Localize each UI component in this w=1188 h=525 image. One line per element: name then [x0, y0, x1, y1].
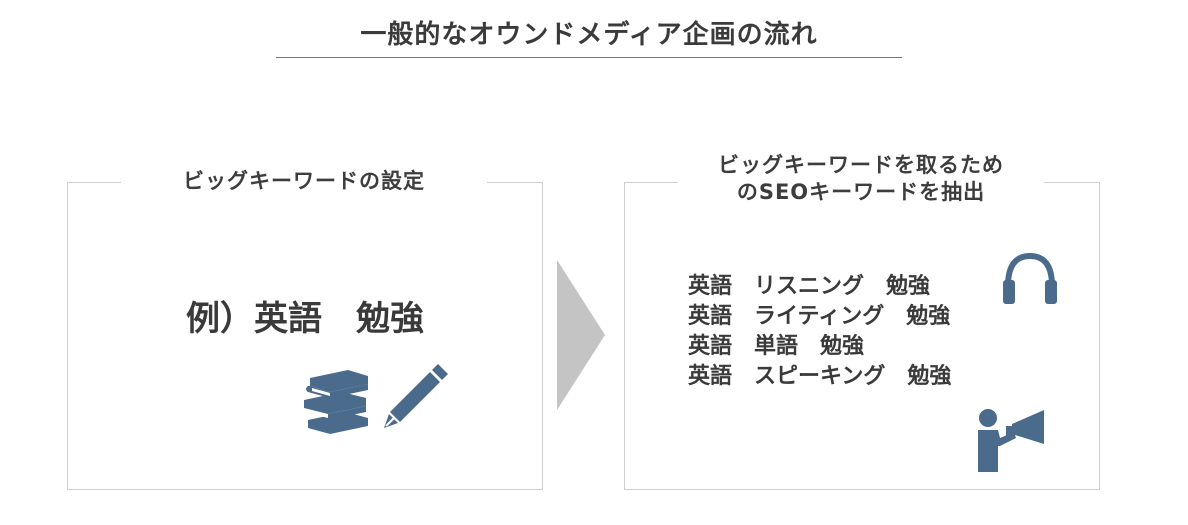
books-icon — [304, 370, 368, 435]
person-megaphone-icon — [978, 409, 1044, 472]
chevron-right-arrow-icon — [557, 260, 605, 410]
list-item: 英語 リスニング 勉強 — [688, 274, 931, 299]
big-keyword-box — [67, 182, 543, 490]
headphones-icon — [1003, 252, 1057, 304]
title-underline — [276, 57, 902, 58]
page-title: 一般的なオウンドメディア企画の流れ — [360, 20, 818, 50]
pencil-icon — [384, 364, 448, 428]
seo-keyword-box — [624, 182, 1100, 490]
example-keyword: 例）英語 勉強 — [186, 299, 424, 339]
list-item: 英語 スピーキング 勉強 — [688, 364, 952, 389]
seo-keyword-heading: ビッグキーワードを取るため のSEOキーワードを抽出 — [678, 152, 1044, 206]
seo-heading-line1: ビッグキーワードを取るため — [718, 153, 1004, 177]
list-item: 英語 単語 勉強 — [688, 334, 865, 359]
big-keyword-heading: ビッグキーワードの設定 — [121, 168, 487, 195]
seo-keyword-list: 英語 リスニング 勉強 英語 ライティング 勉強 英語 単語 勉強 英語 スピー… — [688, 272, 951, 392]
seo-heading-line2: のSEOキーワードを抽出 — [736, 180, 986, 204]
list-item: 英語 ライティング 勉強 — [688, 304, 951, 329]
